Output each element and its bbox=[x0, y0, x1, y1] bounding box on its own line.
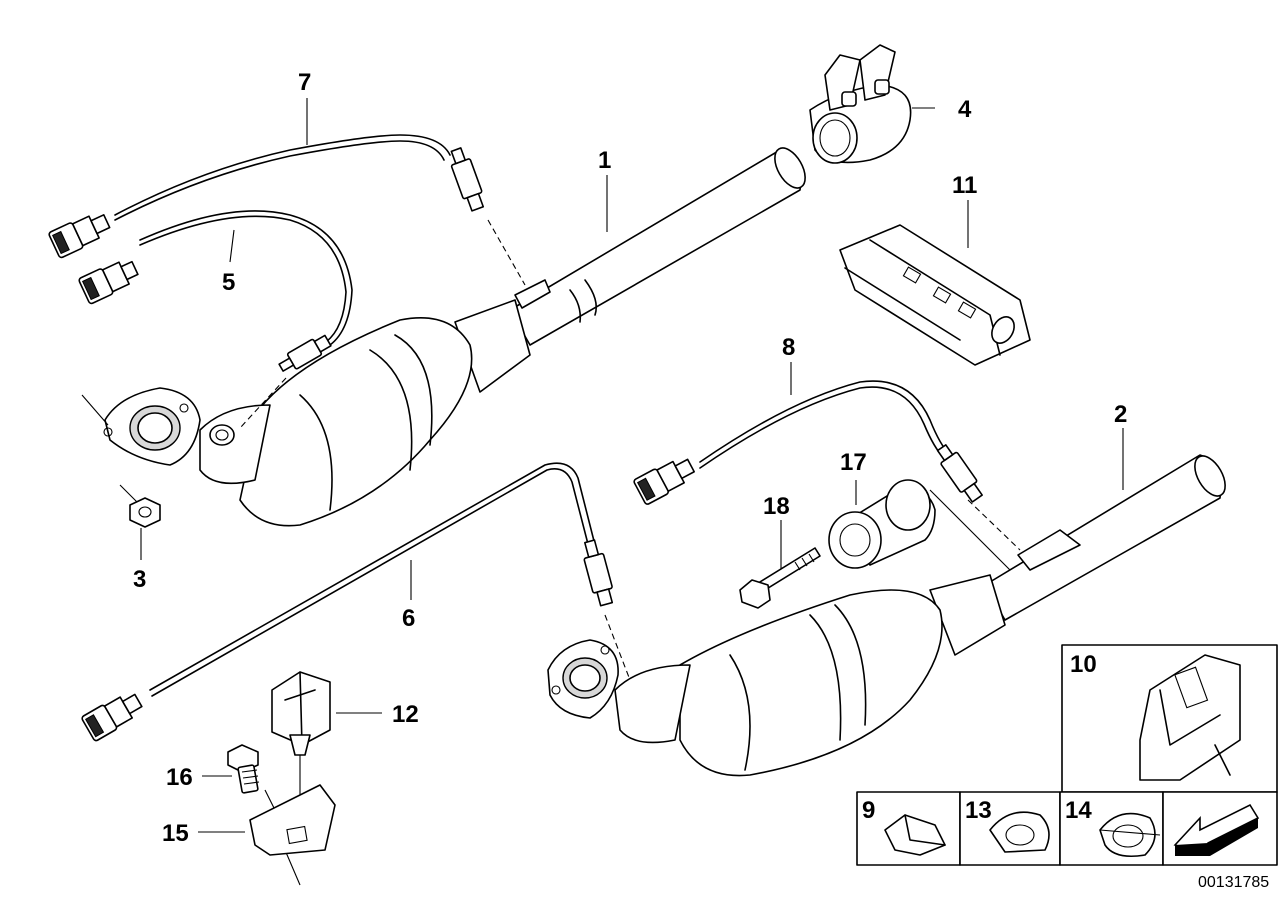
callout-1: 1 bbox=[598, 147, 611, 174]
inset-box-part-13[interactable]: 13 bbox=[959, 791, 1061, 866]
part-10-mounting-bracket bbox=[1139, 654, 1241, 781]
part-15-bracket-plate[interactable] bbox=[249, 784, 336, 856]
document-id: 00131785 bbox=[1198, 874, 1269, 891]
part-14-clip bbox=[1099, 812, 1156, 858]
callout-6: 6 bbox=[402, 605, 415, 632]
callout-18: 18 bbox=[763, 493, 790, 520]
part-16-bolt[interactable] bbox=[227, 744, 260, 794]
part-7-oxygen-sensor[interactable] bbox=[48, 134, 487, 259]
inset-box-part-10[interactable]: 10 bbox=[1061, 644, 1278, 793]
callout-12: 12 bbox=[392, 701, 419, 728]
callout-7: 7 bbox=[298, 69, 311, 96]
callout-11: 11 bbox=[952, 172, 977, 199]
part-13-clip bbox=[989, 811, 1050, 853]
callout-13: 13 bbox=[965, 797, 992, 824]
callout-14: 14 bbox=[1065, 797, 1092, 824]
callout-8: 8 bbox=[782, 334, 795, 361]
part-12-clip[interactable] bbox=[271, 671, 331, 756]
inset-box-part-9[interactable]: 9 bbox=[856, 791, 961, 866]
callout-10: 10 bbox=[1070, 651, 1097, 678]
callout-15: 15 bbox=[162, 820, 189, 847]
part-6-oxygen-sensor-long[interactable] bbox=[81, 462, 616, 742]
arrow-down-left-icon bbox=[1173, 803, 1260, 857]
callout-2: 2 bbox=[1114, 401, 1127, 428]
callout-16: 16 bbox=[166, 764, 193, 791]
part-3-hex-nut[interactable] bbox=[129, 497, 161, 528]
callout-4: 4 bbox=[958, 96, 972, 123]
part-4-pipe-clamp[interactable] bbox=[809, 44, 912, 164]
callout-17: 17 bbox=[840, 449, 867, 476]
part-11-bracket[interactable] bbox=[839, 224, 1031, 366]
part-18-bolt[interactable] bbox=[739, 547, 821, 609]
callout-3: 3 bbox=[133, 566, 146, 593]
callout-5: 5 bbox=[222, 269, 235, 296]
part-5-oxygen-sensor[interactable] bbox=[78, 210, 353, 376]
part-8-oxygen-sensor[interactable] bbox=[633, 380, 985, 505]
part-17-sleeve[interactable] bbox=[828, 479, 936, 569]
part-2-catalytic-converter-rear[interactable] bbox=[547, 451, 1231, 777]
navigation-arrow-box[interactable] bbox=[1162, 791, 1278, 866]
inset-box-part-14[interactable]: 14 bbox=[1059, 791, 1164, 866]
part-1-catalytic-converter-front[interactable] bbox=[103, 143, 811, 527]
callout-9: 9 bbox=[862, 797, 875, 824]
callout-labels: 1 2 3 4 5 6 7 8 11 12 15 16 17 18 bbox=[133, 69, 1127, 847]
